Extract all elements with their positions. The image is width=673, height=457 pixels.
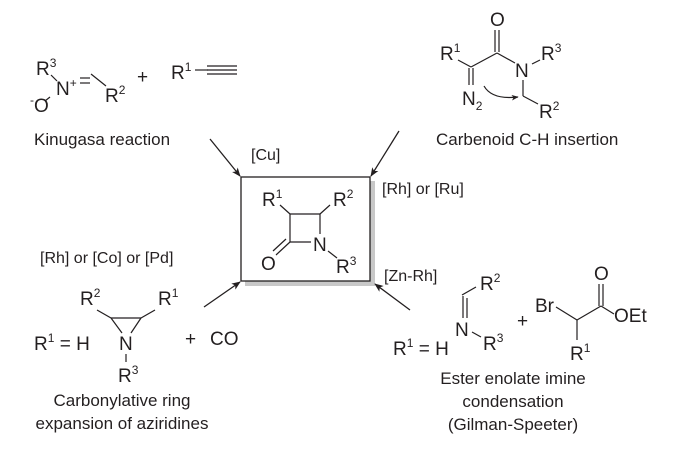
atom-o: O bbox=[261, 254, 276, 275]
bond-c-r2 bbox=[90, 73, 107, 87]
diazo-r2: R2 bbox=[539, 99, 560, 123]
nitrone-r2: R2 bbox=[105, 83, 126, 107]
ester-r1: R1 bbox=[570, 341, 591, 365]
condition-r1-h-aziridine: R1 = H bbox=[34, 331, 90, 355]
kinugasa-reactants: R3 N+ -O R2 + R1 bbox=[30, 56, 237, 117]
bond-r2 bbox=[319, 204, 331, 215]
bond-c-r1 bbox=[140, 309, 156, 319]
condition-r1-h-imine: R1 = H bbox=[393, 336, 449, 360]
bond-c-n bbox=[496, 52, 516, 64]
aziridine-r1: R1 bbox=[158, 286, 179, 310]
diazo-o: O bbox=[490, 10, 505, 31]
catalyst-zn-rh: [Zn-Rh] bbox=[384, 268, 437, 285]
label-gilman-line2: condensation bbox=[462, 392, 563, 411]
nitrone-o: -O bbox=[30, 93, 49, 117]
bond-r2-c bbox=[96, 309, 112, 319]
arrow-kinugasa bbox=[209, 138, 241, 177]
aziridine-reactants: R2 R1 N R3 R1 = H + CO bbox=[34, 286, 239, 387]
label-gilman-line1: Ester enolate imine bbox=[440, 369, 586, 388]
label-kinugasa: Kinugasa reaction bbox=[34, 130, 170, 149]
imine-n: N bbox=[455, 320, 469, 341]
carbenoid-reactants: R1 O N R3 N2 R2 bbox=[440, 10, 562, 123]
nitrone-r3: R3 bbox=[36, 56, 57, 80]
atom-r1: R1 bbox=[262, 187, 283, 211]
ester-oet: OEt bbox=[614, 306, 647, 327]
diazo-n2: N2 bbox=[462, 89, 483, 113]
bond-n-r3 bbox=[327, 250, 338, 259]
plus-aziridine: + bbox=[185, 329, 196, 350]
diazo-r1: R1 bbox=[440, 41, 461, 65]
aziridine-r2: R2 bbox=[80, 286, 101, 310]
arrow-gilman-speeter bbox=[374, 283, 411, 311]
arrow-aziridine bbox=[203, 281, 241, 308]
bond-r1-c bbox=[457, 59, 472, 68]
atom-r2: R2 bbox=[333, 187, 354, 211]
beta-lactam-product: R1 R2 N O R3 bbox=[240, 176, 375, 286]
alkyne-r1: R1 bbox=[171, 60, 192, 84]
bond-n-r3 bbox=[471, 331, 482, 338]
bond-br-c bbox=[555, 306, 578, 321]
nitrone-n: N+ bbox=[56, 76, 77, 100]
bond-co-2 bbox=[272, 238, 287, 252]
bond-c-co bbox=[576, 305, 602, 321]
label-gilman-line3: (Gilman-Speeter) bbox=[448, 415, 578, 434]
atom-n: N bbox=[313, 235, 327, 256]
bond-c-n-right bbox=[130, 317, 142, 334]
ester-br: Br bbox=[535, 296, 555, 317]
carbon-monoxide: CO bbox=[210, 329, 239, 350]
arrow-carbenoid bbox=[370, 130, 400, 177]
label-aziridine-line1: Carbonylative ring bbox=[53, 391, 190, 410]
bond-n-r3 bbox=[531, 59, 541, 65]
bond-r1 bbox=[279, 204, 291, 215]
bond-co-1 bbox=[275, 241, 291, 256]
bond-c-n-left bbox=[110, 317, 123, 334]
label-carbenoid: Carbenoid C-H insertion bbox=[436, 130, 618, 149]
bond-ch2-r2 bbox=[522, 95, 539, 105]
diazo-n: N bbox=[515, 61, 529, 82]
plus-gilman: + bbox=[517, 311, 528, 332]
bond-n-o bbox=[44, 96, 51, 102]
aziridine-r3: R3 bbox=[118, 363, 139, 387]
bond-c-r2 bbox=[461, 286, 477, 296]
catalyst-cu: [Cu] bbox=[251, 147, 280, 164]
curved-arrow-insertion bbox=[483, 85, 519, 101]
product-box bbox=[240, 176, 371, 282]
diazo-r3: R3 bbox=[541, 41, 562, 65]
bond-r3-n bbox=[50, 74, 58, 82]
ester-o: O bbox=[594, 264, 609, 285]
gilman-speeter-reactants: R2 N R3 R1 = H + Br O OEt R1 bbox=[393, 264, 647, 365]
label-aziridine-line2: expansion of aziridines bbox=[36, 414, 209, 433]
imine-r3: R3 bbox=[483, 331, 504, 355]
imine-r2: R2 bbox=[480, 271, 501, 295]
atom-r3: R3 bbox=[336, 254, 357, 278]
plus-kinugasa: + bbox=[137, 67, 148, 88]
catalyst-rh-ru: [Rh] or [Ru] bbox=[382, 181, 464, 198]
bond-c-oet bbox=[600, 305, 615, 315]
catalyst-rh-co-pd: [Rh] or [Co] or [Pd] bbox=[40, 250, 173, 267]
bond-c-co bbox=[470, 52, 498, 68]
aziridine-n: N bbox=[119, 334, 133, 355]
